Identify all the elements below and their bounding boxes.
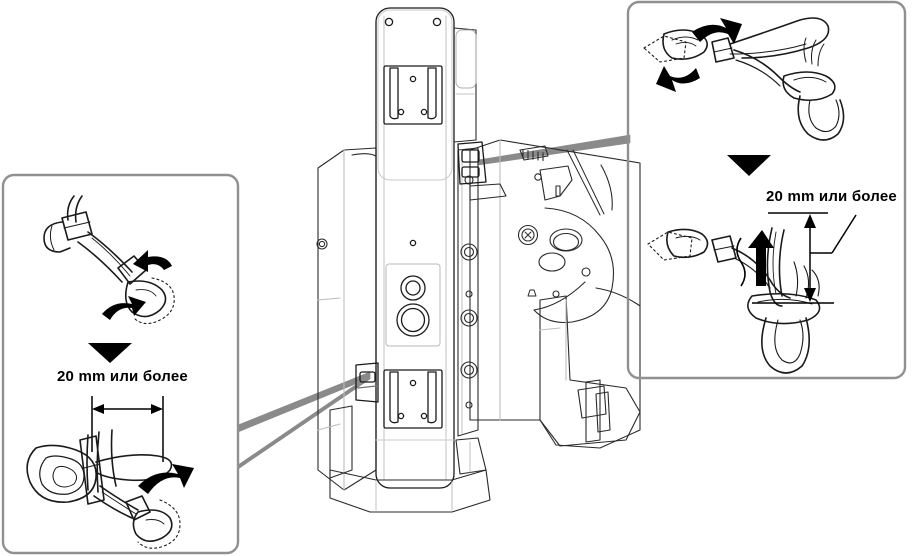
left-step-2-drawing	[26, 429, 181, 549]
right-panel-border	[626, 0, 907, 380]
rotate-arrow-down-right	[692, 18, 742, 44]
left-step-1-drawing	[43, 195, 175, 325]
right-step-2-drawing	[647, 227, 821, 374]
lower-strap-hook	[355, 362, 379, 403]
rotate-arrow-up-left	[133, 250, 172, 272]
right-step-1-arrows	[656, 18, 742, 92]
right-transition-arrow	[727, 155, 771, 176]
camera-left-body	[316, 147, 377, 491]
camera-center-plate	[375, 7, 455, 489]
left-measurement-dimension	[91, 396, 164, 462]
camcorder-illustration	[316, 7, 641, 513]
right-measurement-arrowheads	[804, 214, 816, 302]
leader-upper	[477, 134, 631, 166]
left-transition-arrow	[88, 343, 132, 363]
right-measurement-label: 20 mm или более	[766, 188, 897, 205]
upper-strap-hook	[457, 141, 487, 185]
rotate-arrow-curve-left	[102, 296, 146, 320]
left-step-1-arrows	[102, 250, 172, 320]
left-panel-border	[1, 173, 240, 555]
rotate-arrow-left-right	[656, 66, 700, 92]
rotate-arrow-right-left-panel	[138, 464, 194, 494]
camera-bottom-plate	[329, 469, 491, 513]
left-step-2-arrow	[138, 464, 194, 494]
camera-mid-column	[453, 27, 487, 475]
right-step-1-drawing	[643, 17, 845, 141]
left-measurement-label: 20 mm или более	[57, 368, 188, 385]
left-measurement-arrowheads	[92, 404, 163, 414]
right-measurement-dimension	[752, 212, 857, 304]
camera-right-body	[469, 139, 641, 449]
right-step-2-up-arrow	[736, 230, 774, 287]
leader-lines	[237, 134, 631, 470]
